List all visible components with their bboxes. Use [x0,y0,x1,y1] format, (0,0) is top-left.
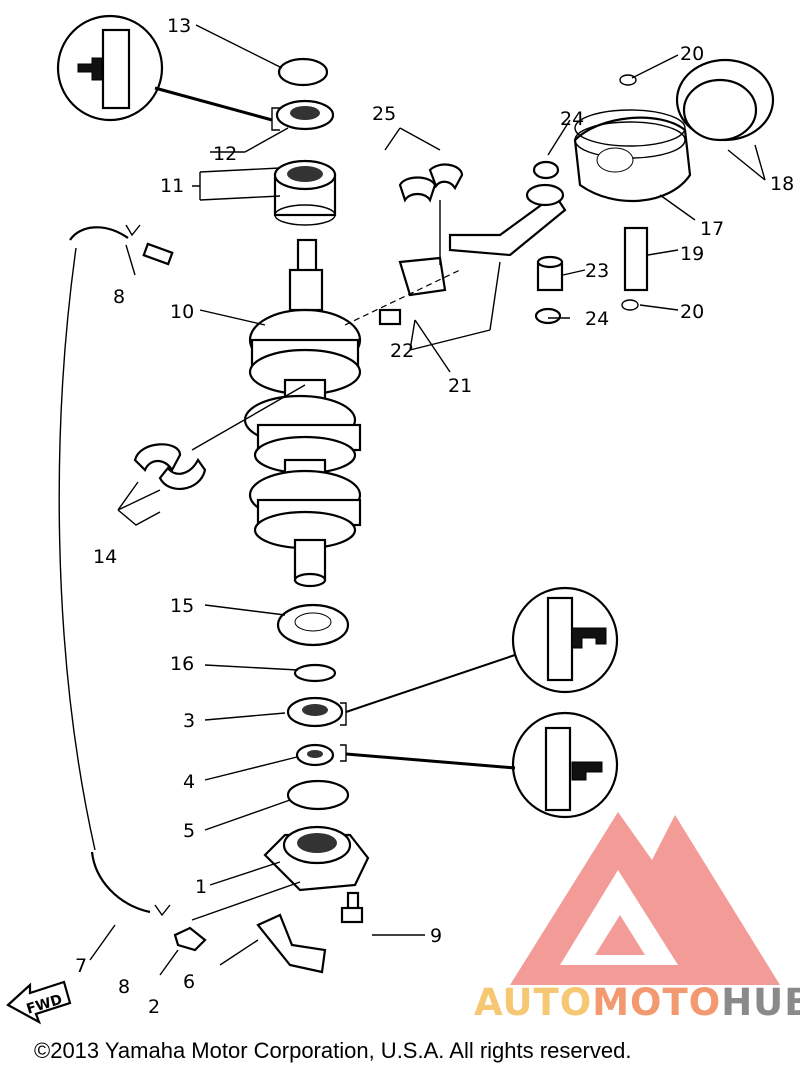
label-19: 19 [680,243,704,265]
rod-axis [344,269,461,326]
label-10: 10 [170,301,194,323]
fwd-arrow: FWD [6,980,72,1025]
bolt-22 [378,308,402,326]
label-16: 16 [170,653,194,675]
clip-20-top [619,74,637,86]
o-ring-5 [286,779,350,811]
oil-seal-4 [295,743,347,767]
hose-top [69,226,129,241]
label-6: 6 [183,971,195,993]
detail-leader-top [154,86,273,122]
hose-line [58,247,96,851]
needle-bearings-25 [398,163,464,203]
bolt-9 [340,891,364,924]
watermark-moto: MOTO [592,981,721,1024]
connecting-rod [398,183,567,297]
crankshaft-10 [243,238,362,588]
label-25: 25 [372,103,396,125]
hose-bottom [90,851,151,914]
detail-circle-top [56,14,164,122]
oil-seal-12 [271,99,335,131]
label-22: 22 [390,340,414,362]
label-17: 17 [700,218,724,240]
detail-circle-low [511,711,619,819]
watermark-auto: AUTO [474,981,592,1024]
o-ring-13 [277,57,329,87]
watermark-text: AUTOMOTOHUB [474,981,800,1024]
circlip-16 [293,663,337,683]
bearing-23 [536,255,564,292]
label-23: 23 [585,260,609,282]
piston-rings-18 [675,58,775,142]
bearing-halves-14 [133,443,207,490]
label-11: 11 [160,175,184,197]
piston-pin-19 [623,226,649,292]
label-21: 21 [448,375,472,397]
detail-circle-mid [511,586,619,694]
label-5: 5 [183,820,195,842]
watermark-hub: HUB [721,981,800,1024]
leader-lines [89,24,766,976]
clip-20-bottom [621,299,639,311]
oil-seal-3 [286,696,347,728]
detail-leader-mid [345,654,516,713]
housing-1 [263,825,370,892]
washer-24-top [532,160,560,180]
logo-triangle-core [595,915,645,955]
fitting-2 [173,926,207,952]
label-7: 7 [75,955,87,977]
label-14: 14 [93,546,117,568]
label-24-bottom: 24 [585,308,609,330]
label-2: 2 [148,996,160,1018]
part-labels: 13 12 11 8 10 14 15 16 3 4 5 1 9 7 6 8 2… [75,15,794,1018]
label-9: 9 [430,925,442,947]
ball-bearing-15 [276,603,350,647]
label-3: 3 [183,710,195,732]
label-20-bottom: 20 [680,301,704,323]
washer-24-bottom [534,307,562,325]
label-4: 4 [183,771,195,793]
bracket-6 [256,913,327,974]
piston-17 [573,109,692,203]
bearing-11 [273,159,337,226]
label-1: 1 [195,876,207,898]
plug-8-top [125,224,174,266]
label-15: 15 [170,595,194,617]
automotohub-logo [510,812,780,985]
copyright-text: ©2013 Yamaha Motor Corporation, U.S.A. A… [34,1038,631,1063]
label-12: 12 [213,143,237,165]
clip-8-bottom [154,904,171,917]
label-8-bottom: 8 [118,976,130,998]
label-8-top: 8 [113,286,125,308]
label-20-top: 20 [680,43,704,65]
label-13: 13 [167,15,191,37]
label-24-top: 24 [560,108,584,130]
label-18: 18 [770,173,794,195]
detail-leader-low [345,752,516,770]
